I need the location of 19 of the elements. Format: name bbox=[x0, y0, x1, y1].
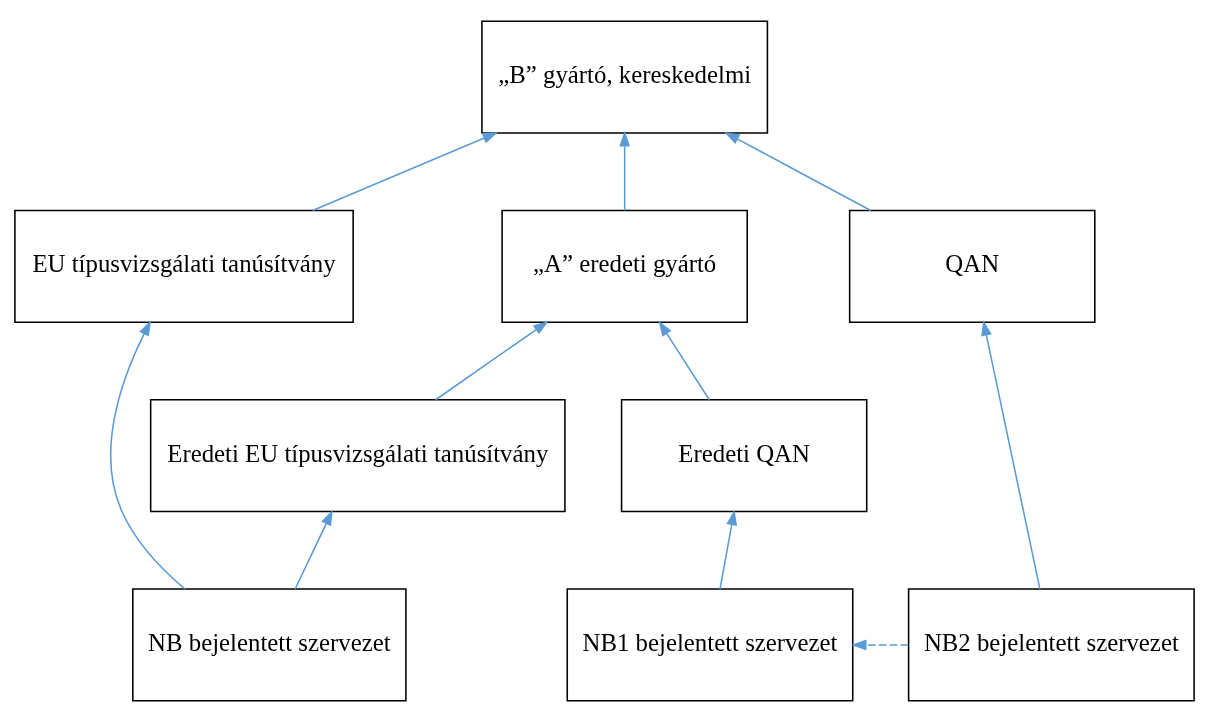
node-box: NB2 bejelentett szervezet bbox=[907, 588, 1195, 702]
arrow bbox=[110, 320, 186, 590]
node-box: NB bejelentett szervezet bbox=[132, 588, 407, 702]
arrow bbox=[311, 132, 499, 212]
arrow bbox=[719, 509, 738, 590]
node-box: „B” gyártó, kereskedelmi bbox=[481, 20, 769, 134]
arrow bbox=[434, 321, 549, 401]
arrow bbox=[294, 509, 333, 590]
arrow bbox=[658, 320, 711, 401]
node-box: EU típusvizsgálati tanúsítvány bbox=[14, 209, 354, 323]
node-box: Eredeti EU típusvizsgálati tanúsítvány bbox=[149, 399, 566, 513]
node-box: „A” eredeti gyártó bbox=[501, 209, 748, 323]
node-box: Eredeti QAN bbox=[620, 399, 868, 513]
arrow bbox=[981, 320, 1041, 590]
node-box: QAN bbox=[848, 209, 1096, 323]
arrow bbox=[619, 131, 631, 212]
arrow bbox=[724, 131, 872, 212]
arrow bbox=[851, 639, 910, 651]
node-box: NB1 bejelentett szervezet bbox=[566, 588, 854, 702]
